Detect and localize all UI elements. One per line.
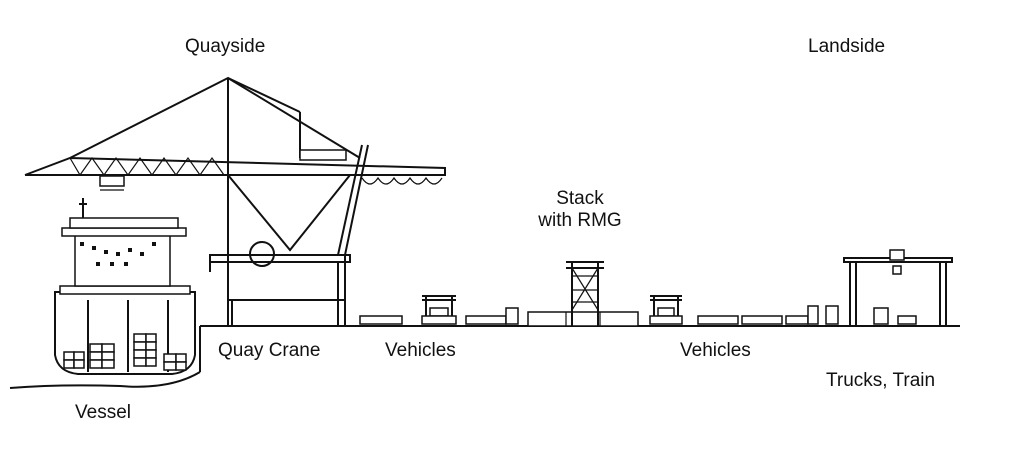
stack-rmg bbox=[527, 261, 639, 327]
label-trucks-train: Trucks, Train bbox=[826, 370, 936, 391]
label-with-rmg: with RMG bbox=[538, 210, 622, 231]
vehicles-right-group bbox=[649, 295, 839, 325]
label-stack: Stack bbox=[556, 188, 604, 209]
vessel bbox=[54, 198, 196, 375]
label-vessel: Vessel bbox=[75, 402, 131, 423]
label-quay-crane: Quay Crane bbox=[218, 340, 321, 361]
label-stack-with-rmg: Stack with RMG bbox=[520, 188, 640, 232]
vehicles-left-group bbox=[359, 295, 519, 325]
vessel-containers bbox=[63, 333, 187, 371]
label-vehicles-left: Vehicles bbox=[385, 340, 456, 361]
bridge-windows bbox=[80, 242, 156, 266]
label-vehicles-right: Vehicles bbox=[680, 340, 751, 361]
quay-crane bbox=[24, 76, 446, 326]
label-quayside: Quayside bbox=[185, 36, 266, 57]
label-landside: Landside bbox=[808, 36, 886, 57]
landside-gantry bbox=[843, 249, 953, 326]
